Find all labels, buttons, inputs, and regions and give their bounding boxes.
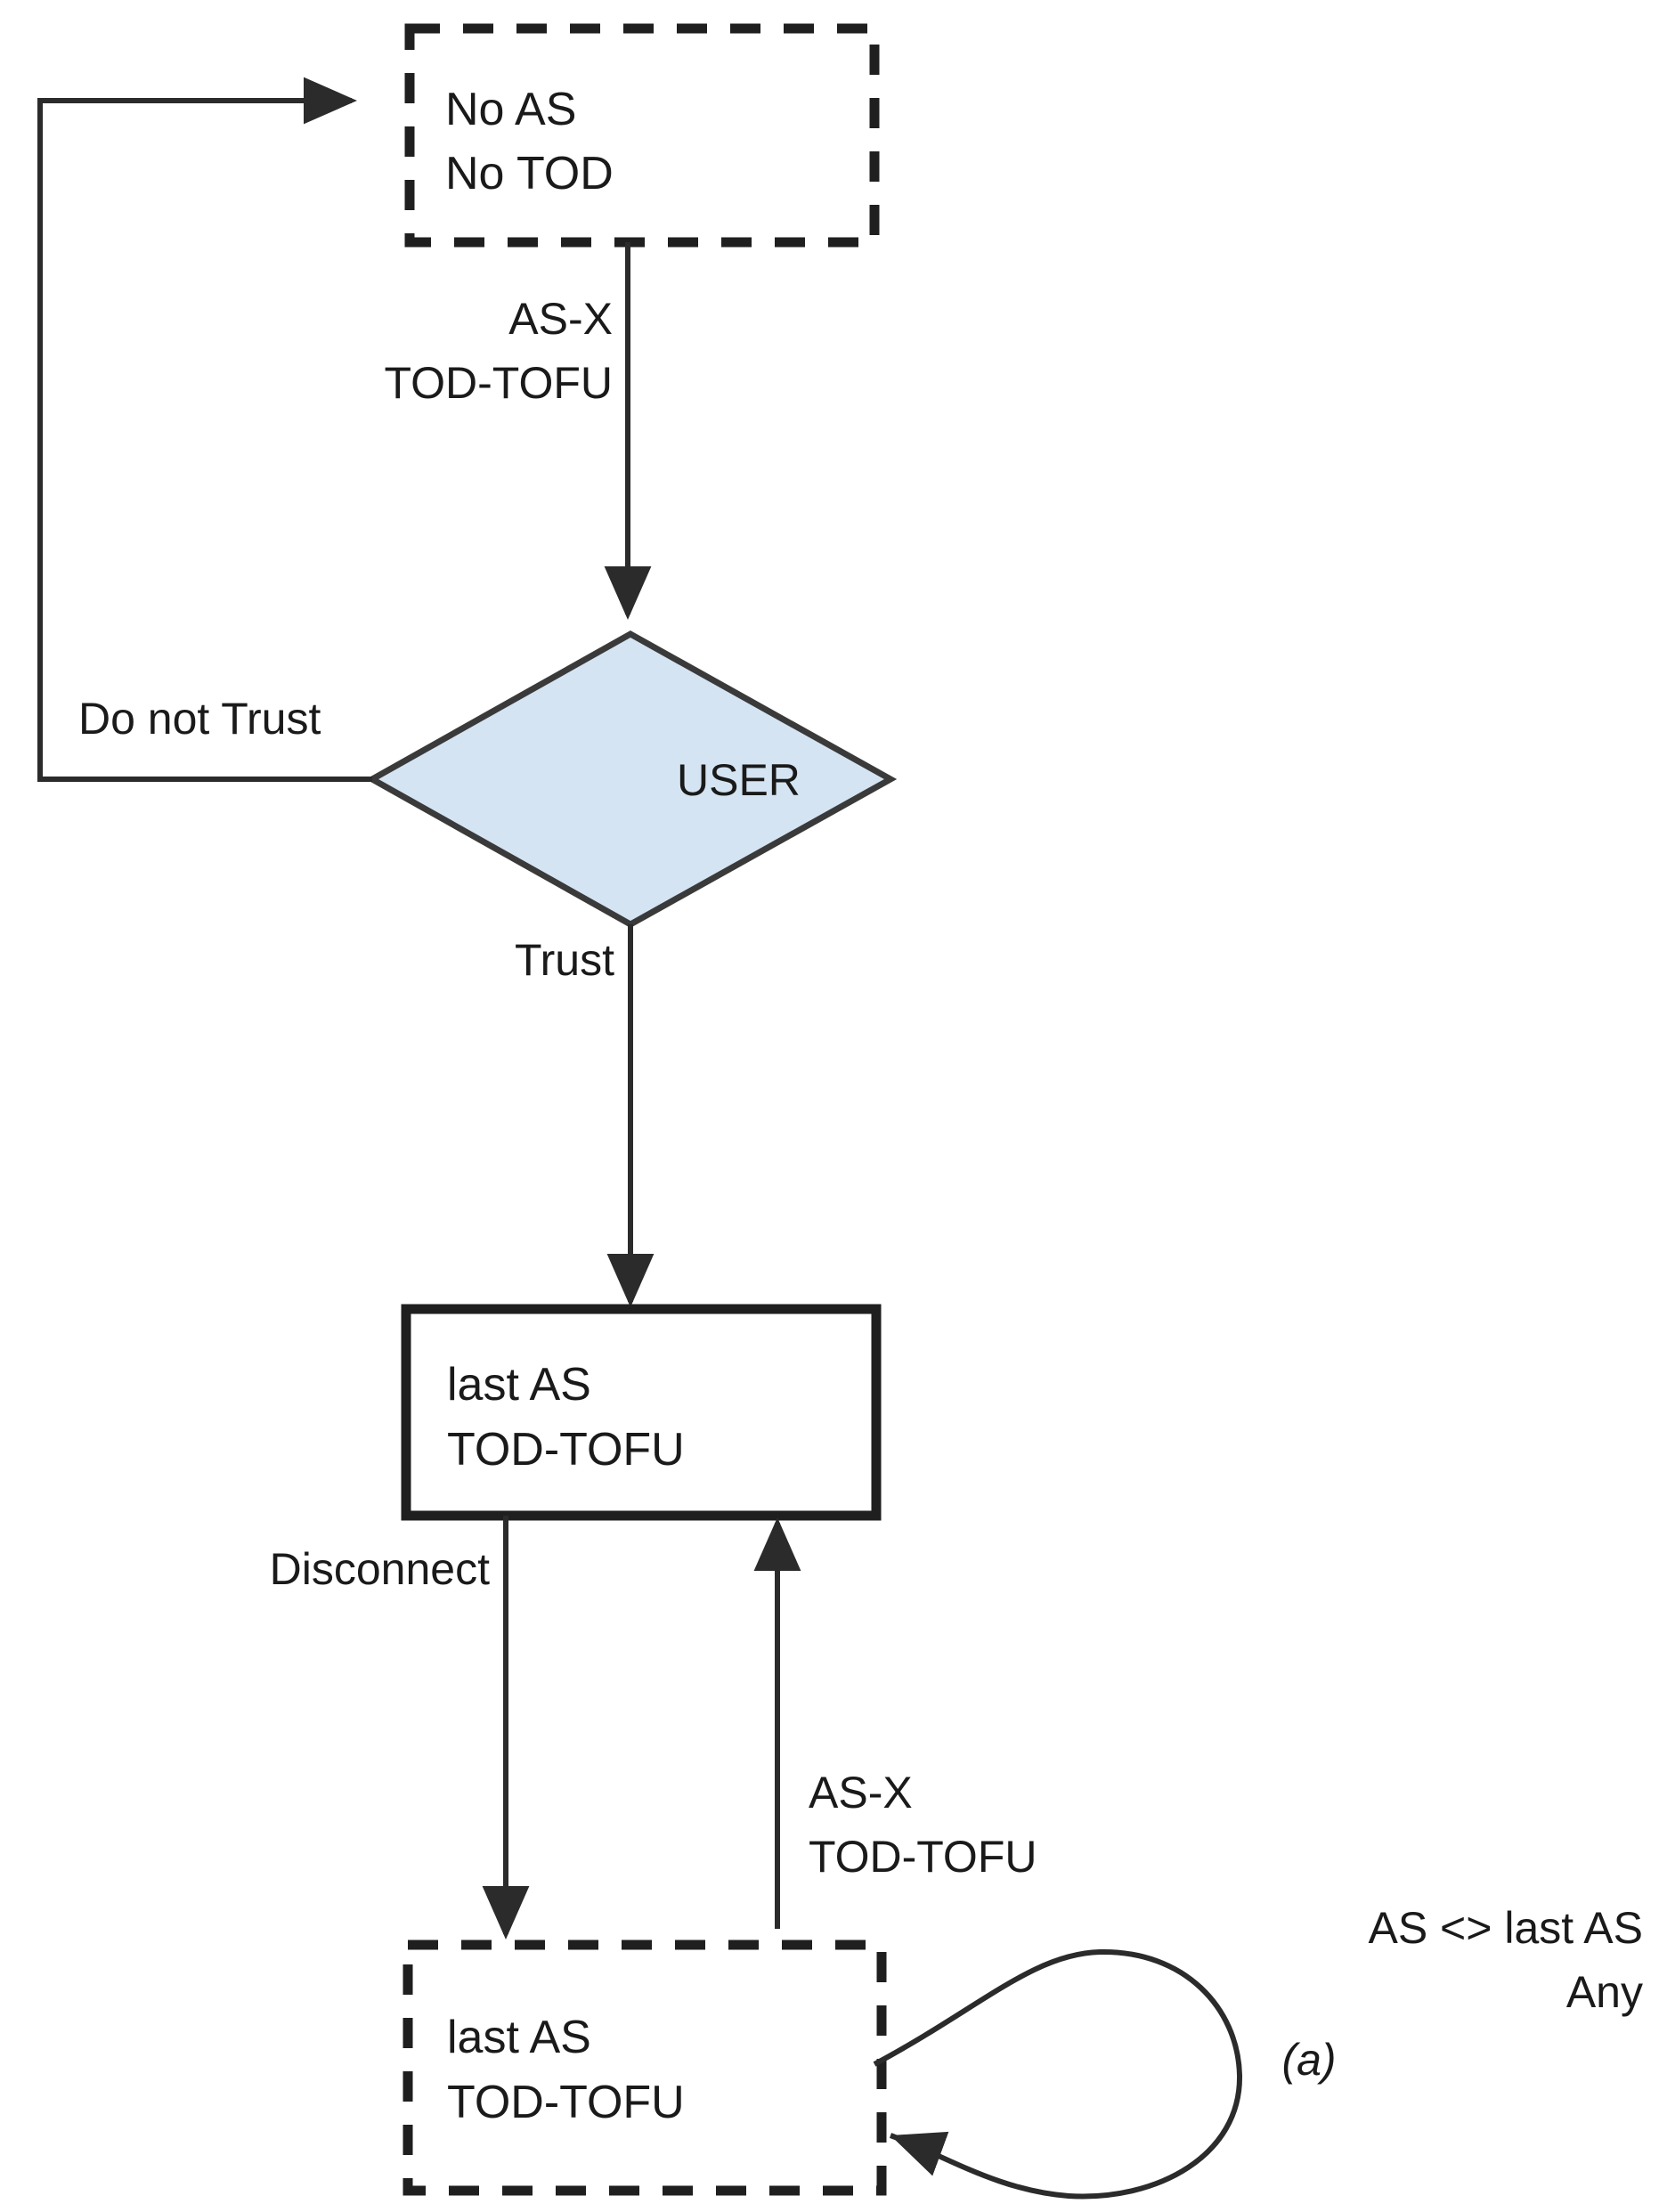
edge-reconnect-label-line1: AS-X (809, 1768, 913, 1818)
node-last-as-tod-tofu-dashed-outline (403, 1940, 887, 2196)
edge-start-to-user-label-line1: AS-X (508, 294, 613, 344)
node-last-as-tod-tofu-dashed-line2: TOD-TOFU (447, 2077, 685, 2128)
edge-trust: Trust (515, 924, 655, 1307)
edge-self-loop-label-line2: Any (1566, 1967, 1643, 2017)
edge-do-not-trust-path (37, 77, 372, 782)
edge-reconnect-label-line2: TOD-TOFU (809, 1832, 1037, 1882)
edge-self-loop-path (873, 1948, 1243, 2200)
node-user-decision-shape (365, 630, 898, 929)
node-no-as-no-tod-line2: No TOD (445, 148, 614, 199)
edge-reconnect: AS-X TOD-TOFU (753, 1517, 1037, 1929)
edge-disconnect: Disconnect (270, 1516, 530, 1940)
edge-do-not-trust-label: Do not Trust (78, 694, 321, 744)
edge-self-loop: AS <> last AS Any (a) (873, 1903, 1643, 2200)
node-last-as-tod-tofu-solid-line1: last AS (447, 1359, 591, 1411)
node-no-as-no-tod[interactable]: No AS No TOD (404, 23, 880, 248)
node-last-as-tod-tofu-solid[interactable]: last AS TOD-TOFU (401, 1304, 882, 1521)
node-user-decision-label: USER (677, 755, 801, 805)
edge-trust-label: Trust (515, 935, 614, 985)
node-last-as-tod-tofu-solid-outline (401, 1304, 882, 1521)
node-user-decision[interactable]: USER (365, 630, 898, 929)
edge-do-not-trust: Do not Trust (37, 77, 372, 782)
node-last-as-tod-tofu-dashed[interactable]: last AS TOD-TOFU (403, 1940, 887, 2196)
edge-start-to-user: AS-X TOD-TOFU (385, 242, 652, 620)
node-no-as-no-tod-outline (404, 23, 880, 248)
edge-self-loop-label-line1: AS <> last AS (1368, 1903, 1643, 1953)
edge-start-to-user-label-line2: TOD-TOFU (385, 358, 613, 408)
edge-disconnect-label: Disconnect (270, 1544, 490, 1594)
node-last-as-tod-tofu-dashed-line1: last AS (447, 2012, 591, 2063)
node-last-as-tod-tofu-solid-line2: TOD-TOFU (447, 1424, 685, 1476)
node-no-as-no-tod-line1: No AS (445, 84, 576, 135)
edge-self-loop-marker: (a) (1281, 2035, 1336, 2085)
